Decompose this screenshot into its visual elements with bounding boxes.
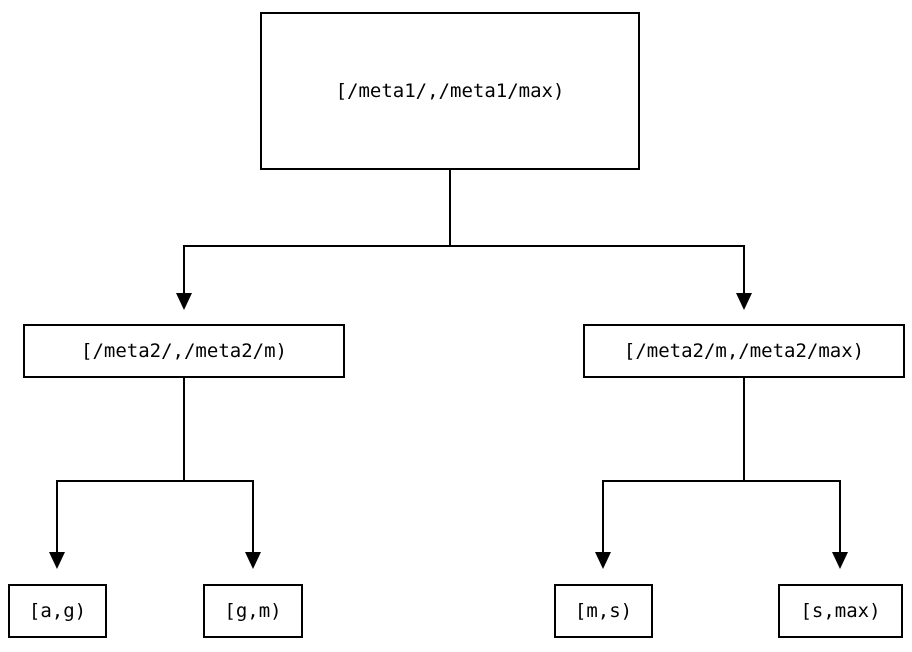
arrowhead-leaf-ag — [49, 552, 65, 569]
node-root-label: [/meta1/,/meta1/max) — [335, 79, 565, 102]
node-leaf-ms: [m,s) — [554, 584, 653, 638]
node-meta2-left: [/meta2/,/meta2/m) — [23, 324, 345, 378]
arrowhead-leaf-ms — [595, 552, 611, 569]
node-leaf-gm: [g,m) — [203, 584, 303, 638]
node-meta2-right-label: [/meta2/m,/meta2/max) — [623, 339, 865, 362]
node-leaf-ms-label: [m,s) — [574, 599, 633, 622]
node-leaf-smax: [s,max) — [778, 584, 903, 638]
node-meta2-left-label: [/meta2/,/meta2/m) — [81, 339, 287, 362]
arrowhead-leaf-smax — [832, 552, 848, 569]
arrowhead-leaf-gm — [245, 552, 261, 569]
arrowhead-right-mid — [736, 293, 752, 310]
node-leaf-ag: [a,g) — [8, 584, 107, 638]
node-root: [/meta1/,/meta1/max) — [260, 12, 640, 170]
arrowhead-left-mid — [176, 293, 192, 310]
node-leaf-ag-label: [a,g) — [28, 599, 87, 622]
node-leaf-smax-label: [s,max) — [800, 599, 881, 622]
node-meta2-right: [/meta2/m,/meta2/max) — [583, 324, 905, 378]
node-leaf-gm-label: [g,m) — [224, 599, 282, 622]
